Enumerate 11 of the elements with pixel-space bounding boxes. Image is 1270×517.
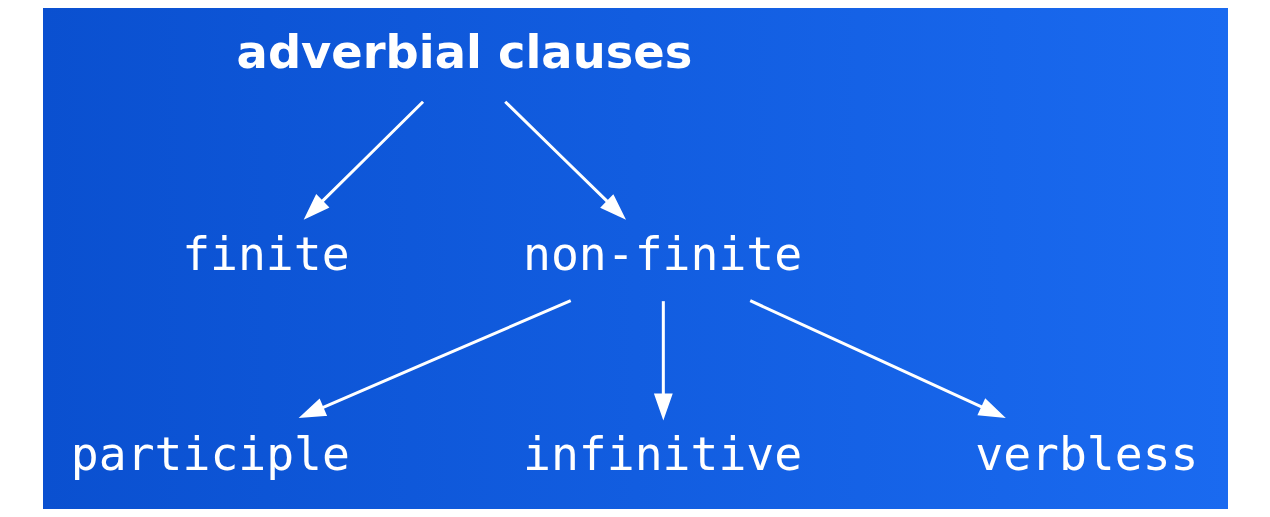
node-text: finite: [181, 227, 350, 282]
node-text: verbless: [974, 426, 1199, 481]
arrow: [653, 301, 673, 421]
node-text: infinitive: [522, 426, 802, 481]
arrow: [503, 100, 626, 220]
node-text: non-finite: [522, 227, 802, 282]
arrow: [298, 299, 571, 418]
arrow: [303, 100, 424, 220]
arrow: [749, 299, 1006, 419]
node-text: participle: [70, 426, 350, 481]
node-text: adverbial clauses: [236, 25, 692, 80]
